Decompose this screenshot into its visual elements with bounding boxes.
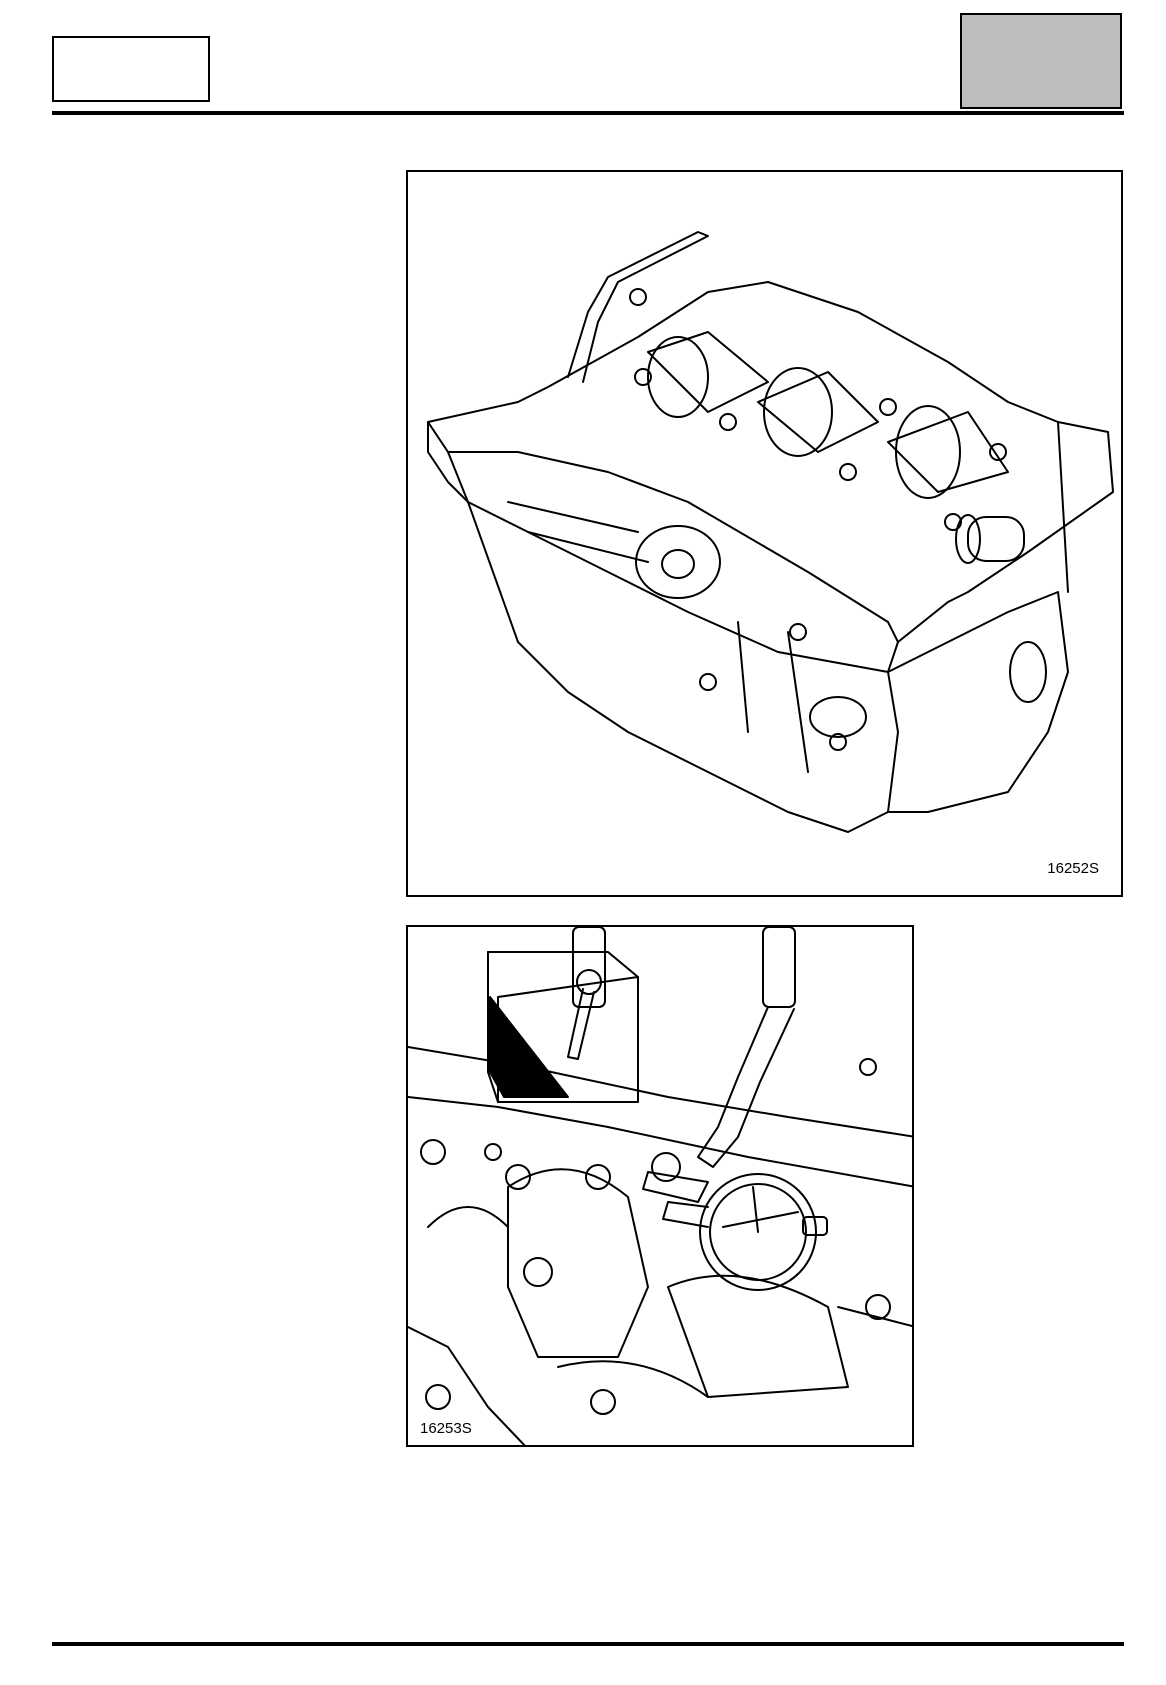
footer-rule <box>52 1642 1124 1646</box>
header-rule <box>52 111 1124 115</box>
engine-block-illustration <box>427 231 1114 833</box>
dial-gauge-illustration <box>408 927 912 1445</box>
figure-code: 16253S <box>420 1420 472 1437</box>
figure-dial-gauge: 16253S <box>406 925 914 1447</box>
figure-engine-block: 16252S <box>406 170 1123 897</box>
header-box-left <box>52 36 210 102</box>
header-box-right <box>960 13 1122 109</box>
figure-code: 16252S <box>1047 860 1099 877</box>
